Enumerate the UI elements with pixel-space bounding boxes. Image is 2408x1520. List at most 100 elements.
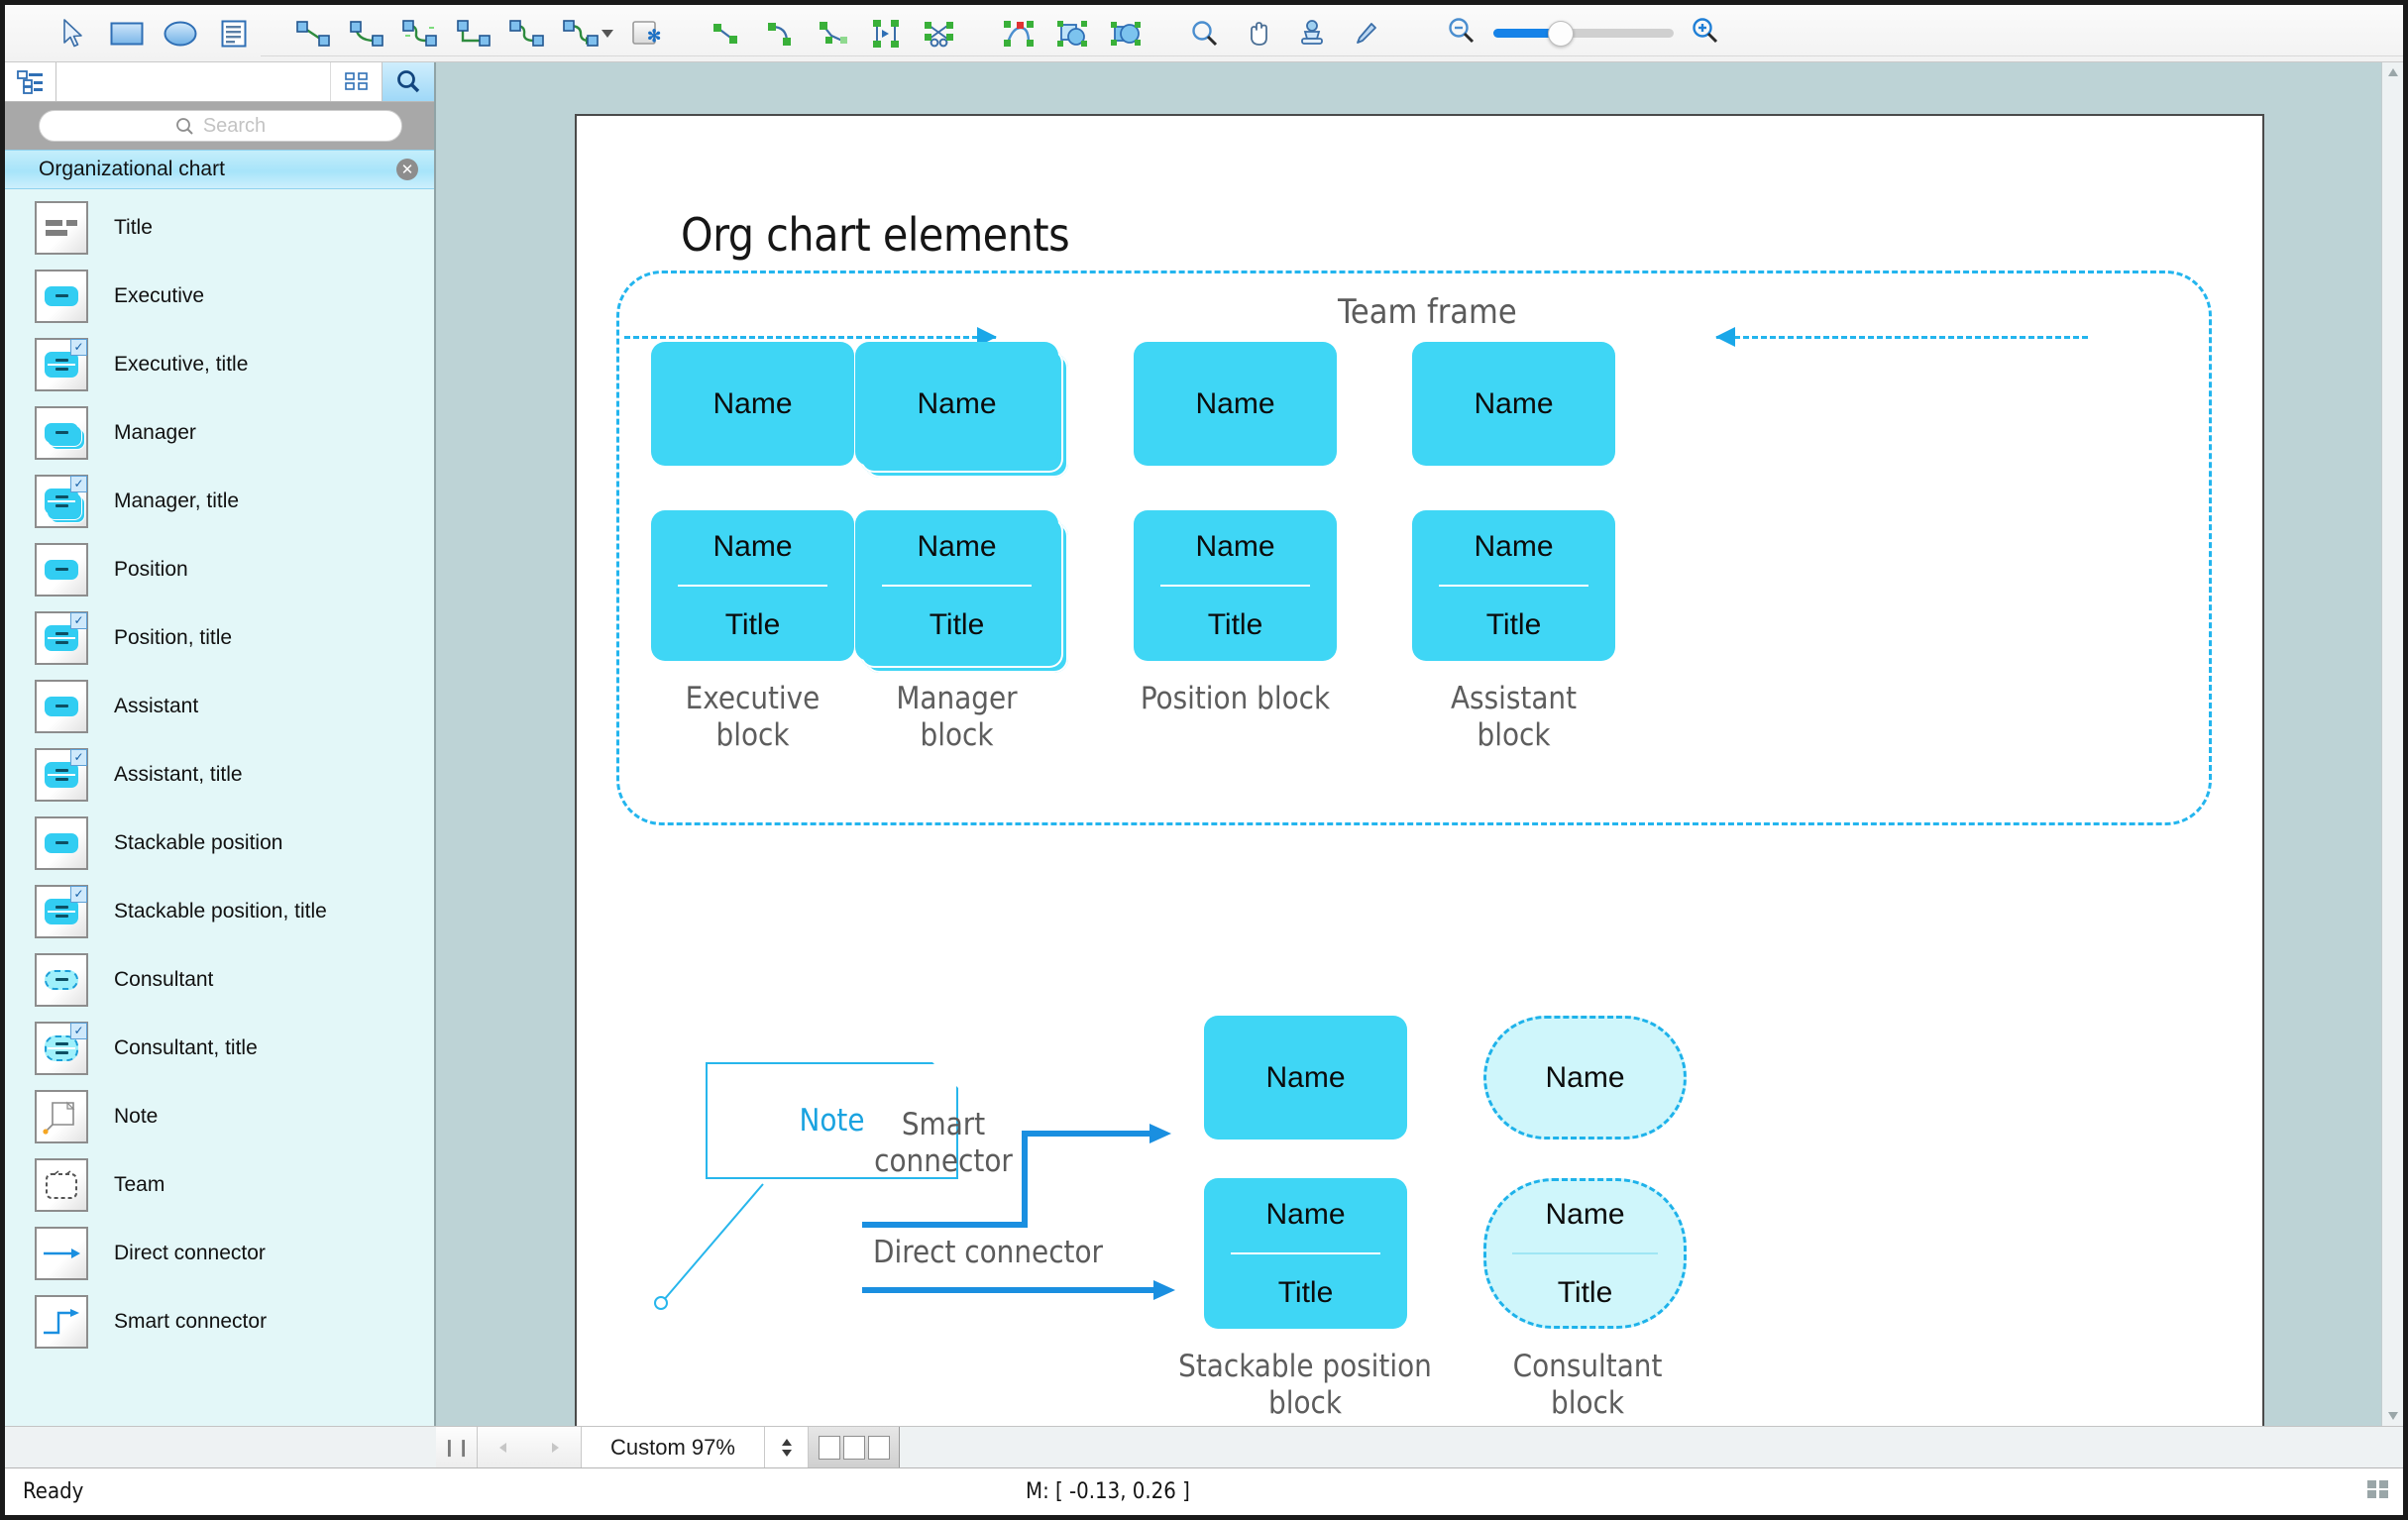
union-shapes-tool[interactable] [1045, 11, 1099, 56]
position-title-block[interactable]: Name Title [1134, 510, 1337, 661]
prev-page-button[interactable] [478, 1427, 529, 1467]
page-view-double[interactable] [842, 1435, 865, 1460]
page-view-buttons[interactable] [809, 1427, 900, 1467]
search-icon[interactable] [383, 62, 434, 101]
note-shape-icon[interactable] [35, 1089, 88, 1143]
zoom-in-button[interactable] [1690, 16, 1721, 51]
text-tool[interactable] [207, 11, 261, 56]
chevron-down-icon[interactable] [602, 29, 613, 38]
stencil-item[interactable]: Title [5, 193, 434, 262]
ellipse-tool[interactable] [154, 11, 207, 56]
curve-connector-tool[interactable] [393, 11, 447, 56]
line-connector-tool[interactable] [286, 11, 340, 56]
assistant-shape-icon[interactable] [35, 679, 88, 733]
position-name-block[interactable]: Name [1134, 342, 1337, 466]
stencil-item[interactable]: Executive [5, 262, 434, 330]
team-frame-shape[interactable] [616, 271, 2212, 825]
zoom-slider-track[interactable] [1493, 20, 1674, 47]
stencil-item[interactable]: ✓Assistant, title [5, 740, 434, 809]
executive-title-shape-icon[interactable]: ✓ [35, 337, 88, 391]
executive-title-block[interactable]: Name Title [651, 510, 854, 661]
manager-shape-icon[interactable] [35, 405, 88, 460]
stencil-item[interactable]: Note [5, 1082, 434, 1150]
pause-button[interactable]: ❙❙ [436, 1427, 478, 1467]
stencil-item[interactable]: ✓Executive, title [5, 330, 434, 398]
executive-shape-icon[interactable] [35, 269, 88, 323]
stencil-panel-header[interactable]: Organizational chart ✕ [5, 150, 434, 189]
consultant-title-shape-icon[interactable]: ✓ [35, 1021, 88, 1075]
page-view-single[interactable] [818, 1435, 840, 1460]
team-shape-icon[interactable] [35, 1157, 88, 1212]
tree-view-icon[interactable] [5, 62, 56, 101]
magnifier-tool[interactable] [1178, 11, 1232, 56]
stencil-item[interactable]: Smart connector [5, 1287, 434, 1356]
page-view-multi[interactable] [867, 1435, 890, 1460]
stencil-item[interactable]: Manager [5, 398, 434, 467]
stackable-position-title-block[interactable]: Name Title [1204, 1178, 1407, 1329]
zoom-stepper[interactable] [765, 1427, 809, 1467]
direct-connector-icon[interactable] [35, 1226, 88, 1280]
manager-name-block[interactable]: Name [855, 342, 1058, 466]
pointer-tool[interactable] [47, 11, 100, 56]
stencil-item[interactable]: Team [5, 1150, 434, 1219]
next-page-button[interactable] [529, 1427, 581, 1467]
scroll-down-icon[interactable] [2382, 1406, 2403, 1426]
direct-connector-shape[interactable] [856, 1277, 1193, 1303]
stencil-item[interactable]: ✓Stackable position, title [5, 877, 434, 945]
sidebar-filter-input[interactable] [56, 62, 331, 101]
detach-shape-tool[interactable]: ✻ [619, 11, 673, 56]
stencil-item[interactable]: Position [5, 535, 434, 603]
executive-name-block[interactable]: Name [651, 342, 854, 466]
canvas-vertical-scrollbar[interactable] [2381, 62, 2403, 1426]
stencil-item[interactable]: Direct connector [5, 1219, 434, 1287]
manager-title-shape-icon[interactable]: ✓ [35, 474, 88, 528]
assistant-title-block[interactable]: Name Title [1412, 510, 1615, 661]
manager-title-block[interactable]: Name Title [855, 510, 1058, 661]
close-icon[interactable]: ✕ [396, 159, 418, 180]
stamp-tool[interactable] [1285, 11, 1339, 56]
resize-grip-icon[interactable] [2365, 1478, 2391, 1506]
edit-arc-tool[interactable] [752, 11, 806, 56]
stackable-position-name-block[interactable]: Name [1204, 1016, 1407, 1140]
edit-curve-tool[interactable] [806, 11, 859, 56]
grid-view-icon[interactable] [331, 62, 383, 101]
stencil-item[interactable]: Stackable position [5, 809, 434, 877]
smart-connector-icon[interactable] [35, 1294, 88, 1349]
scroll-up-icon[interactable] [2382, 62, 2403, 82]
arc-connector-tool[interactable] [340, 11, 393, 56]
stencil-item[interactable]: ✓Manager, title [5, 467, 434, 535]
stackable-position-shape-icon[interactable] [35, 815, 88, 870]
hand-tool[interactable] [1232, 11, 1285, 56]
consultant-name-block[interactable]: Name [1483, 1016, 1687, 1140]
stencil-item[interactable]: ✓Consultant, title [5, 1014, 434, 1082]
align-shapes-tool[interactable] [859, 11, 913, 56]
zoom-level-value[interactable]: Custom 97% [582, 1427, 765, 1467]
trim-scissors-tool[interactable] [913, 11, 966, 56]
rounded-connector-tool[interactable] [500, 11, 554, 56]
stencil-item[interactable]: ✓Position, title [5, 603, 434, 672]
stencil-item[interactable]: Assistant [5, 672, 434, 740]
search-input[interactable]: Search [39, 110, 402, 142]
title-shape-icon[interactable] [35, 200, 88, 255]
consultant-shape-icon[interactable] [35, 952, 88, 1007]
stackable-position-title-icon[interactable]: ✓ [35, 884, 88, 938]
consultant-title-block[interactable]: Name Title [1483, 1178, 1687, 1329]
smart-connector-shape[interactable] [856, 1122, 1193, 1231]
document-page[interactable]: Org chart elements Team frame Name [575, 114, 2264, 1426]
eyedropper-tool[interactable] [1339, 11, 1392, 56]
edit-line-tool[interactable] [699, 11, 752, 56]
merge-shapes-tool[interactable] [1099, 11, 1152, 56]
stencil-item[interactable]: Consultant [5, 945, 434, 1014]
assistant-title-shape-icon[interactable]: ✓ [35, 747, 88, 802]
zoom-slider-group[interactable] [1446, 16, 1721, 51]
reshape-node-tool[interactable] [992, 11, 1045, 56]
zoom-slider-handle[interactable] [1547, 20, 1574, 47]
rectangle-tool[interactable] [100, 11, 154, 56]
elbow-connector-tool[interactable] [447, 11, 500, 56]
smart-connector-tool[interactable] [554, 11, 607, 56]
canvas-area[interactable]: Org chart elements Team frame Name [436, 62, 2403, 1426]
assistant-name-block[interactable]: Name [1412, 342, 1615, 466]
zoom-out-button[interactable] [1446, 16, 1478, 51]
position-title-shape-icon[interactable]: ✓ [35, 610, 88, 665]
note-shape[interactable]: Note [706, 1062, 958, 1179]
